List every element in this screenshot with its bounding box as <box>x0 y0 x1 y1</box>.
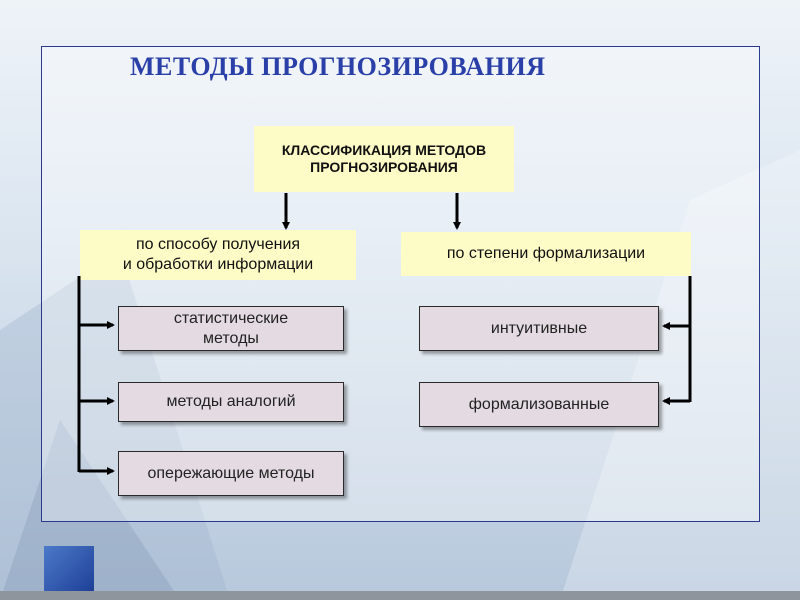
category-left-line2: и обработки информации <box>122 256 314 273</box>
method-statistical-line1: статистические <box>173 309 289 327</box>
method-analogies-label: методы аналогий <box>166 393 296 410</box>
method-intuitive-label: интуитивные <box>490 319 588 337</box>
root-node-line2: ПРОГНОЗИРОВАНИЯ <box>310 159 458 175</box>
method-statistical: статистические методы <box>118 306 344 351</box>
category-right: по степени формализации <box>401 232 691 276</box>
content-frame <box>41 46 760 522</box>
method-statistical-line2: методы <box>203 329 259 347</box>
category-left-line1: по способу получения <box>135 236 301 253</box>
category-right-label: по степени формализации <box>446 245 646 262</box>
root-node: КЛАССИФИКАЦИЯ МЕТОДОВ ПРОГНОЗИРОВАНИЯ <box>254 126 514 192</box>
slide-title: МЕТОДЫ ПРОГНОЗИРОВАНИЯ <box>130 52 546 81</box>
bottom-bar <box>0 591 800 600</box>
method-intuitive: интуитивные <box>419 306 659 351</box>
root-node-line1: КЛАССИФИКАЦИЯ МЕТОДОВ <box>281 141 487 158</box>
method-analogies: методы аналогий <box>118 382 344 422</box>
method-formalized: формализованные <box>419 382 659 427</box>
category-left: по способу получения и обработки информа… <box>80 230 356 280</box>
corner-square-decoration <box>44 546 94 592</box>
method-formalized-label: формализованные <box>468 395 610 413</box>
method-leading: опережающие методы <box>118 451 344 496</box>
method-leading-label: опережающие методы <box>147 464 315 482</box>
